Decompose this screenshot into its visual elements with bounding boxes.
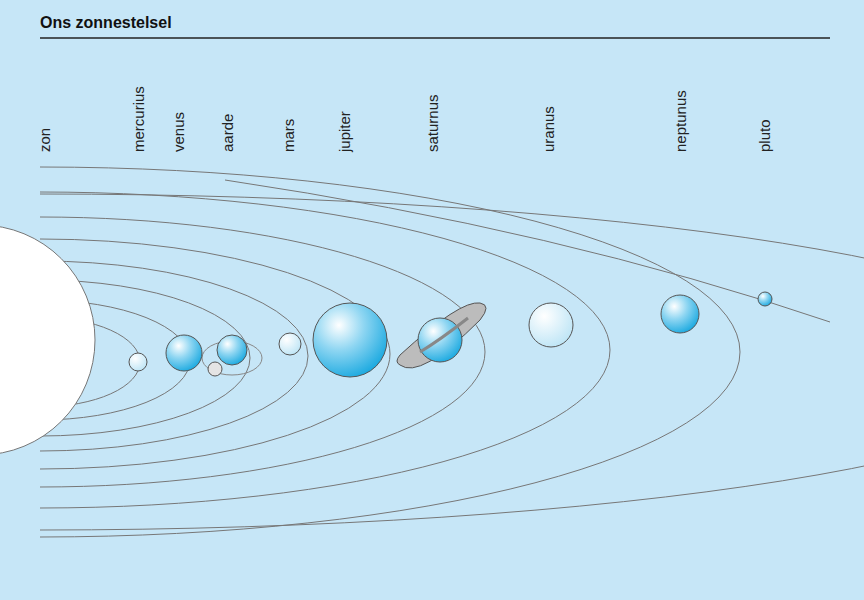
planet-name: uranus [540,106,558,152]
planet-name: saturnus [424,94,442,152]
diagram-title: Ons zonnestelsel [40,14,172,32]
planets [129,292,772,377]
planet-name: jupiter [336,111,354,152]
sun [0,225,95,455]
planet-name: neptunus [672,90,690,152]
title-rule [40,37,830,39]
pluto-orbit [225,180,830,322]
planet-name: mercurius [130,86,148,152]
planet-name: zon [36,128,54,152]
planet-name: pluto [756,119,774,152]
planet-name: venus [170,112,188,152]
planet-name: mars [280,119,298,152]
orbits [40,167,864,537]
planet-name: aarde [219,114,237,152]
